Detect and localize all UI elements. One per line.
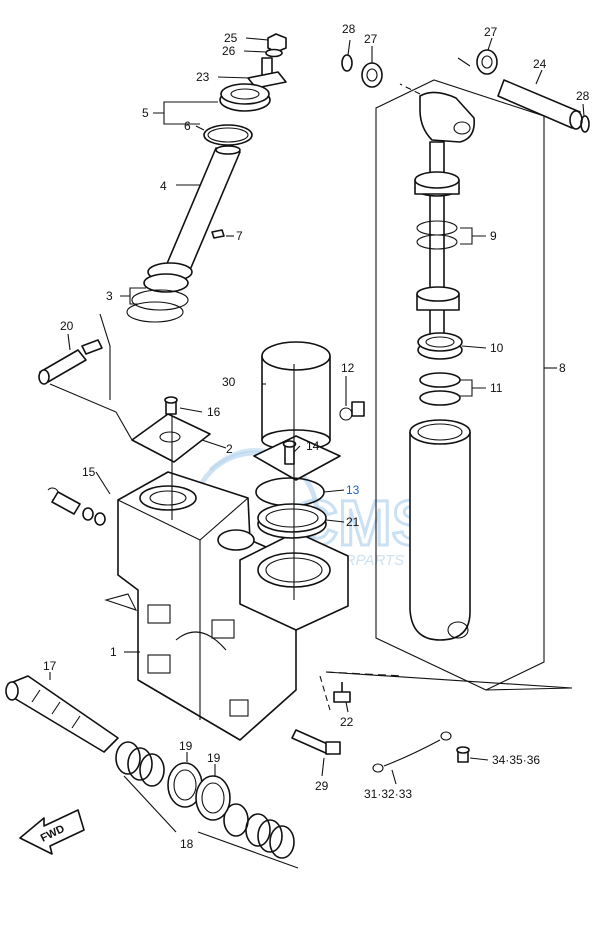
part-20-valve	[38, 339, 103, 385]
callout-17: 17	[43, 659, 57, 673]
part-10-seal	[417, 332, 463, 360]
callout-labels: 25 26 23 5 6 4 7 3 20 30 16 2 15 1 17 19…	[43, 22, 590, 851]
part-28-ring-left	[341, 54, 353, 72]
callout-8: 8	[559, 361, 566, 375]
callout-30: 30	[222, 375, 236, 389]
part-8-cylinder-body	[409, 419, 471, 641]
callout-3: 3	[106, 289, 113, 303]
fwd-arrow: FWD	[19, 809, 85, 855]
part-7-pin	[211, 229, 225, 239]
callout-23: 23	[196, 70, 210, 84]
callout-22: 22	[340, 715, 354, 729]
callout-25: 25	[224, 31, 238, 45]
callout-10: 10	[490, 341, 504, 355]
part-29-bolt	[291, 729, 341, 755]
part-5-plug	[219, 83, 271, 112]
callout-16: 16	[207, 405, 221, 419]
part-28-ring-right	[580, 115, 590, 133]
callout-27a: 27	[364, 32, 378, 46]
callout-14: 14	[306, 439, 320, 453]
callout-21: 21	[346, 515, 360, 529]
callout-1: 1	[110, 645, 117, 659]
part-23-valve	[247, 57, 287, 89]
callout-7: 7	[236, 229, 243, 243]
part-18-rings	[115, 741, 295, 859]
part-22-bolt	[333, 682, 351, 703]
callout-19b: 19	[207, 751, 221, 765]
callout-11: 11	[490, 381, 503, 395]
callout-9: 9	[490, 229, 497, 243]
part-17-shaft	[5, 675, 119, 753]
callout-5: 5	[142, 106, 149, 120]
leader-lines	[49, 37, 585, 869]
part-27-bushing-left	[361, 62, 383, 88]
callout-34-35-36: 34·35·36	[492, 753, 540, 767]
callout-6: 6	[184, 119, 191, 133]
callout-15: 15	[82, 465, 96, 479]
part-12-plug	[339, 401, 365, 421]
callout-20: 20	[60, 319, 74, 333]
callout-12: 12	[341, 361, 355, 375]
part-24-pin	[497, 79, 583, 130]
part-19-rings	[167, 762, 231, 821]
part-31-33-wire	[372, 731, 452, 773]
part-34-36-bolt	[456, 746, 470, 763]
part-9-piston	[414, 171, 460, 250]
part-6-o-ring	[203, 124, 253, 146]
part-4-tube	[165, 145, 241, 271]
callout-31-32-33: 31·32·33	[364, 787, 412, 801]
part-14-bolt	[282, 440, 297, 465]
callout-27b: 27	[484, 25, 498, 39]
construction-lines	[49, 57, 573, 711]
part-21-ring	[257, 503, 327, 539]
callout-4: 4	[160, 179, 167, 193]
callout-2: 2	[226, 442, 233, 456]
part-8-rod-eye	[419, 91, 476, 143]
part-30-cylinder	[253, 341, 341, 481]
callout-18: 18	[180, 837, 194, 851]
callout-29: 29	[315, 779, 329, 793]
callout-28a: 28	[342, 22, 356, 36]
callout-26: 26	[222, 44, 236, 58]
part-15-valve-assembly	[47, 487, 106, 526]
part-25-cap	[267, 33, 287, 53]
part-8-lower-piston	[416, 286, 460, 311]
callout-24: 24	[533, 57, 547, 71]
callout-13: 13	[346, 483, 360, 497]
part-2-plate	[131, 413, 211, 463]
part-3-piston-and-rings	[126, 262, 193, 323]
part-27-bushing-right	[476, 49, 498, 75]
part-26-washer	[265, 48, 283, 58]
part-11-rings	[419, 372, 461, 406]
part-1-cylinder-housing	[117, 471, 297, 741]
part-8-bracket-outline	[375, 79, 545, 691]
callout-28b: 28	[576, 89, 590, 103]
part-16-bolt	[164, 396, 178, 415]
callout-19a: 19	[179, 739, 193, 753]
